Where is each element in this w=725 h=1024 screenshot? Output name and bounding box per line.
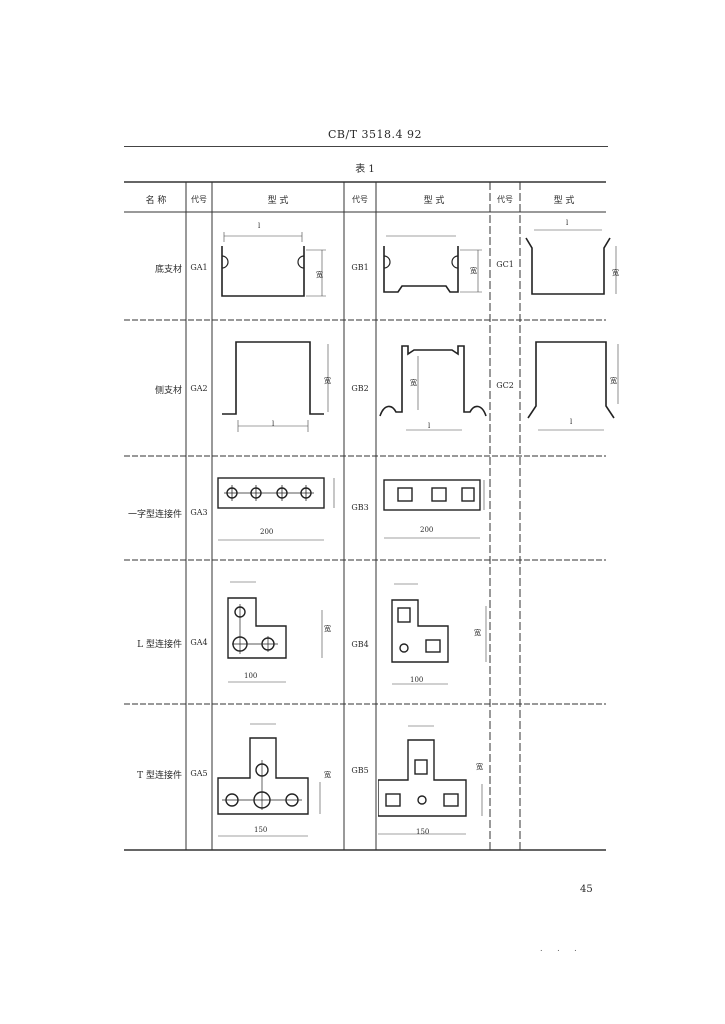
dim-gc2-width: l [570, 418, 573, 426]
row-code-b-1: GB1 [351, 263, 369, 272]
row-name-1: 底支材 [154, 265, 182, 275]
dim-ga1-width: l [258, 222, 261, 230]
dim-gb4-length: 100 [410, 676, 424, 684]
row-name-5: T 型连接件 [137, 771, 182, 781]
row-code-a-1: GA1 [190, 263, 208, 272]
dim-gb2-height: 宽 [410, 379, 417, 387]
row-code-b-2: GB2 [351, 384, 369, 393]
dim-gb4-height: 宽 [474, 629, 481, 637]
drawing-ga5 [217, 723, 321, 837]
dim-ga2-height: 宽 [324, 377, 331, 385]
drawing-gb4 [391, 583, 487, 685]
row-code-b-5: GB5 [351, 766, 369, 775]
row-name-4: L 型连接件 [137, 640, 182, 650]
drawing-gb3 [383, 479, 485, 539]
page-number: 45 [580, 884, 593, 895]
dim-gb5-length: 150 [416, 828, 430, 836]
footer-marks: . . . [540, 944, 583, 953]
dim-gb1-height: 宽 [470, 267, 477, 275]
header-style-b: 型 式 [423, 196, 445, 206]
row-code-a-5: GA5 [190, 769, 208, 778]
dim-ga5-height: 宽 [324, 771, 331, 779]
drawing-gc1 [525, 229, 617, 295]
drawing-ga4 [227, 581, 323, 683]
drawing-ga2 [222, 341, 329, 432]
row-code-a-3: GA3 [190, 508, 208, 517]
header-style-a: 型 式 [267, 196, 289, 206]
dim-ga3-length: 200 [260, 528, 274, 536]
dim-gb2-width: l [428, 422, 431, 430]
header-code-a: 代号 [191, 195, 207, 204]
header-rule [124, 146, 608, 147]
row-code-c-1: GC1 [496, 260, 514, 269]
dim-ga5-length: 150 [254, 826, 268, 834]
dim-ga1-height: 宽 [316, 271, 323, 279]
standard-code: CB/T 3518.4 92 [327, 128, 423, 141]
drawing-ga3 [217, 477, 335, 541]
row-code-b-3: GB3 [351, 503, 369, 512]
dim-gb3-length: 200 [420, 526, 434, 534]
dim-ga4-length: 100 [244, 672, 258, 680]
header-name: 名 称 [145, 196, 167, 206]
drawing-gb1 [383, 235, 482, 293]
dim-gc1-width: l [566, 219, 569, 227]
header-style-c: 型 式 [553, 196, 575, 206]
row-code-c-2: GC2 [496, 381, 514, 390]
dim-ga4-height: 宽 [324, 625, 331, 633]
header-code-b: 代号 [352, 195, 368, 204]
row-name-2: 侧支材 [154, 386, 182, 396]
row-name-3: 一字型连接件 [127, 510, 182, 520]
drawing-ga1 [221, 232, 326, 297]
dim-gc1-height: 宽 [612, 269, 619, 277]
dim-gc2-height: 宽 [610, 377, 617, 385]
drawing-gb2 [379, 345, 487, 431]
drawing-gc2 [527, 341, 619, 431]
dim-ga2-width: l [272, 420, 275, 428]
drawing-gb5 [378, 725, 483, 835]
header-code-c: 代号 [497, 195, 513, 204]
dim-gb5-height: 宽 [476, 763, 483, 771]
row-code-b-4: GB4 [351, 640, 369, 649]
row-code-a-4: GA4 [190, 638, 208, 647]
row-code-a-2: GA2 [190, 384, 208, 393]
table-title: 表 1 [355, 164, 375, 175]
